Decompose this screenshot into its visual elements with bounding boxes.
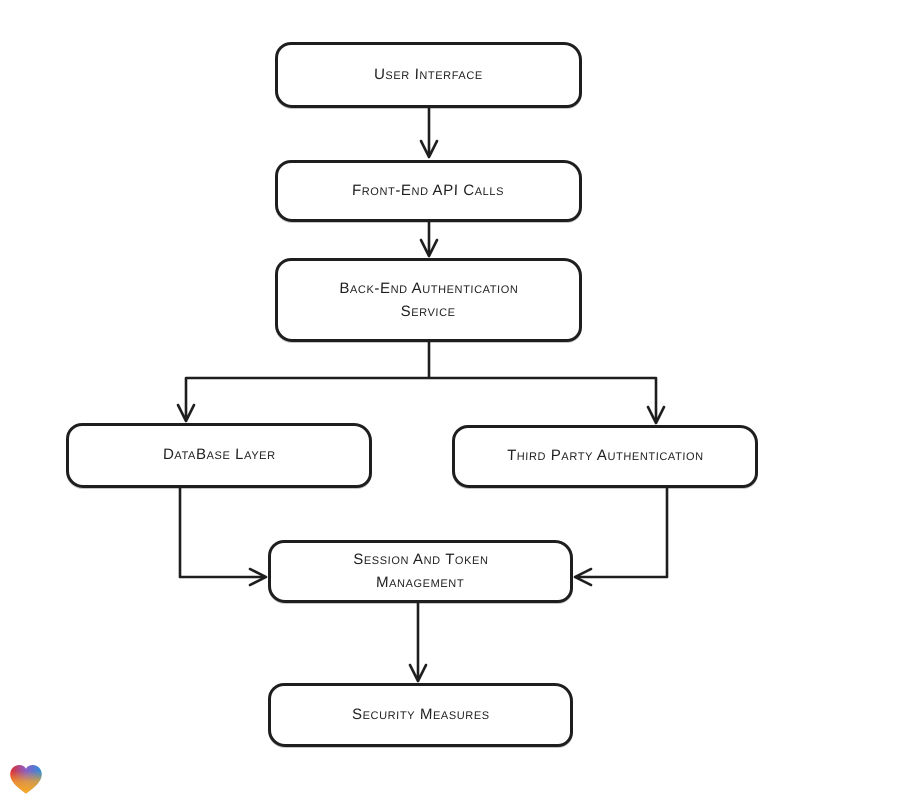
node-label: Session And Token Management <box>352 551 489 591</box>
node-label: Front-End API Calls <box>352 181 505 199</box>
node-database-layer[interactable]: DataBase Layer <box>66 423 372 488</box>
node-user-interface[interactable]: User Interface <box>275 42 582 108</box>
node-label: Security Measures <box>351 705 490 723</box>
node-security-measures[interactable]: Security Measures <box>268 683 573 747</box>
node-label: Back-End Authentication Service <box>339 279 519 320</box>
edge-third-party-to-session <box>575 486 669 579</box>
edge-database-to-session <box>178 486 266 579</box>
node-label: Third Party Authentication <box>506 447 704 465</box>
node-front-end-api-calls[interactable]: Front-End API Calls <box>275 160 582 222</box>
arrowhead-left-icon <box>573 567 593 587</box>
arrowhead-down-icon <box>408 663 428 683</box>
arrowhead-down-icon <box>646 405 666 425</box>
node-back-end-authentication-service[interactable]: Back-End Authentication Service <box>275 258 582 342</box>
node-third-party-authentication[interactable]: Third Party Authentication <box>452 425 758 488</box>
arrowhead-down-icon <box>176 403 196 423</box>
heart-icon <box>10 765 42 794</box>
eraser-heart-logo[interactable] <box>8 761 44 797</box>
node-session-and-token-management[interactable]: Session And Token Management <box>268 540 573 603</box>
edge-back-end-branch <box>184 340 658 423</box>
arrowhead-down-icon <box>419 139 439 159</box>
arrowhead-down-icon <box>419 238 439 258</box>
node-label: User Interface <box>373 65 484 83</box>
node-label: DataBase Layer <box>162 446 276 464</box>
arrowhead-right-icon <box>248 567 268 587</box>
